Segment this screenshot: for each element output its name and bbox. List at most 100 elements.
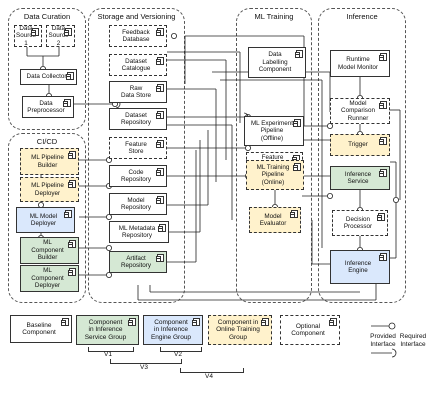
label: Model Evaluator	[259, 212, 287, 227]
ml-model-deployer: ML Model Deployer	[16, 207, 75, 233]
group-ml-training: ML Training	[236, 8, 312, 303]
component-icon	[293, 119, 301, 127]
ml-component-deployer: ML Component Deployer	[20, 265, 79, 292]
label-v4: V4	[205, 373, 213, 380]
trigger: Trigger	[330, 134, 390, 156]
legend-required-interface: Required Interface	[399, 333, 427, 348]
runtime-model-monitor: Runtime Model Monitor	[330, 50, 390, 77]
legend-baseline: Baseline Component	[10, 315, 72, 343]
label: Inference Service	[344, 170, 372, 185]
legend-provided-interface: Provided Interface	[370, 333, 396, 348]
label-v1: V1	[104, 351, 112, 358]
inference-engine: Inference Engine	[330, 250, 390, 284]
ml-experiment-pipeline: ML Experiment Pipeline (Offline)	[244, 116, 304, 146]
data-source-1: Data Source 1	[14, 25, 42, 47]
ml-pipeline-builder: ML Pipeline Builder	[20, 148, 79, 175]
label: Data Preprocessor	[27, 99, 65, 114]
bracket-v1	[88, 347, 134, 352]
ml-component-builder: ML Component Builder	[20, 237, 79, 264]
label-v2: V2	[174, 351, 182, 358]
component-icon	[156, 140, 164, 148]
component-icon	[379, 101, 387, 109]
component-icon	[293, 163, 301, 171]
bracket-v3	[110, 359, 182, 364]
group-title: Storage and Versioning	[97, 12, 176, 21]
dataset-catalogue: Dataset Catalogue	[109, 54, 167, 76]
ml-metadata-repository: ML Metadata Repository	[109, 221, 169, 243]
artifact-repository: Artifact Repository	[109, 251, 167, 273]
label: Raw Data Store	[120, 84, 152, 99]
label: Baseline Component	[22, 321, 56, 337]
label: ML Metadata Repository	[118, 224, 156, 239]
data-preprocessor: Data Preprocessor	[22, 96, 74, 118]
legend-online-training-group: Component in Online Training Group	[208, 315, 272, 345]
label: Optional Component	[291, 322, 325, 338]
component-icon	[290, 210, 298, 218]
ml-training-pipeline: ML Training Pipeline (Online)	[246, 160, 304, 190]
group-title: Data Curation	[23, 12, 71, 21]
group-storage-versioning: Storage and Versioning	[88, 8, 185, 303]
component-icon	[61, 318, 69, 326]
component-icon	[68, 240, 76, 248]
component-icon	[156, 111, 164, 119]
legend-optional: Optional Component	[280, 315, 340, 345]
component-icon	[192, 318, 200, 326]
label: Component in Inference Engine Group	[150, 318, 192, 341]
component-icon	[66, 72, 74, 80]
feature-store: Feature Store	[109, 137, 167, 159]
label: Dataset Repository	[120, 111, 152, 126]
group-title: Inference	[346, 12, 378, 21]
label: Model Comparison Runner	[341, 99, 375, 122]
component-icon	[156, 254, 164, 262]
group-title: ML Training	[254, 12, 294, 21]
component-icon	[379, 137, 387, 145]
label: Component in Inference Service Group	[84, 318, 127, 341]
label: Model Repository	[120, 196, 152, 211]
component-icon	[379, 53, 387, 61]
component-icon	[64, 28, 72, 36]
component-icon	[156, 28, 164, 36]
component-icon	[64, 210, 72, 218]
label: Code Repository	[120, 168, 152, 183]
component-icon	[295, 50, 303, 58]
dataset-repository: Dataset Repository	[109, 108, 167, 130]
label: ML Experiment Pipeline (Offline)	[250, 119, 294, 142]
component-icon	[128, 318, 136, 326]
bracket-v2	[160, 347, 202, 352]
model-comparison-runner: Model Comparison Runner	[330, 98, 390, 124]
component-icon	[156, 57, 164, 65]
label: Component in Online Training Group	[216, 318, 260, 341]
bracket-v4	[180, 368, 244, 373]
label: Data Labelling Component	[258, 51, 292, 74]
component-icon	[156, 84, 164, 92]
data-labelling-component: Data Labelling Component	[248, 47, 306, 78]
data-collector: Data Collector	[20, 69, 77, 85]
label: Data Source 1	[16, 24, 36, 47]
label: ML Pipeline Deployer	[31, 182, 64, 197]
inference-service: Inference Service	[330, 166, 390, 190]
group-title: CI/CD	[36, 137, 58, 146]
label: ML Model Deployer	[29, 212, 58, 227]
component-icon	[31, 28, 39, 36]
group-cicd: CI/CD	[8, 133, 86, 303]
feedback-database: Feedback Database	[109, 25, 167, 47]
raw-data-store: Raw Data Store	[109, 81, 167, 103]
label: Feature Store	[125, 140, 147, 155]
label: Feedback Database	[122, 28, 150, 43]
component-icon	[379, 169, 387, 177]
component-icon	[377, 213, 385, 221]
label: Data Source 2	[48, 24, 69, 47]
data-source-2: Data Source 2	[46, 25, 75, 47]
component-icon	[261, 318, 269, 326]
model-evaluator: Model Evaluator	[249, 207, 301, 233]
label: Decision Processor	[343, 215, 373, 230]
component-icon	[68, 268, 76, 276]
component-icon	[68, 151, 76, 159]
component-icon	[68, 180, 76, 188]
label: Inference Engine	[344, 259, 372, 274]
model-repository: Model Repository	[109, 193, 167, 215]
code-repository: Code Repository	[109, 165, 167, 187]
group-inference: Inference	[318, 8, 406, 303]
group-data-curation: Data Curation	[8, 8, 86, 130]
label: ML Component Builder	[31, 239, 64, 262]
